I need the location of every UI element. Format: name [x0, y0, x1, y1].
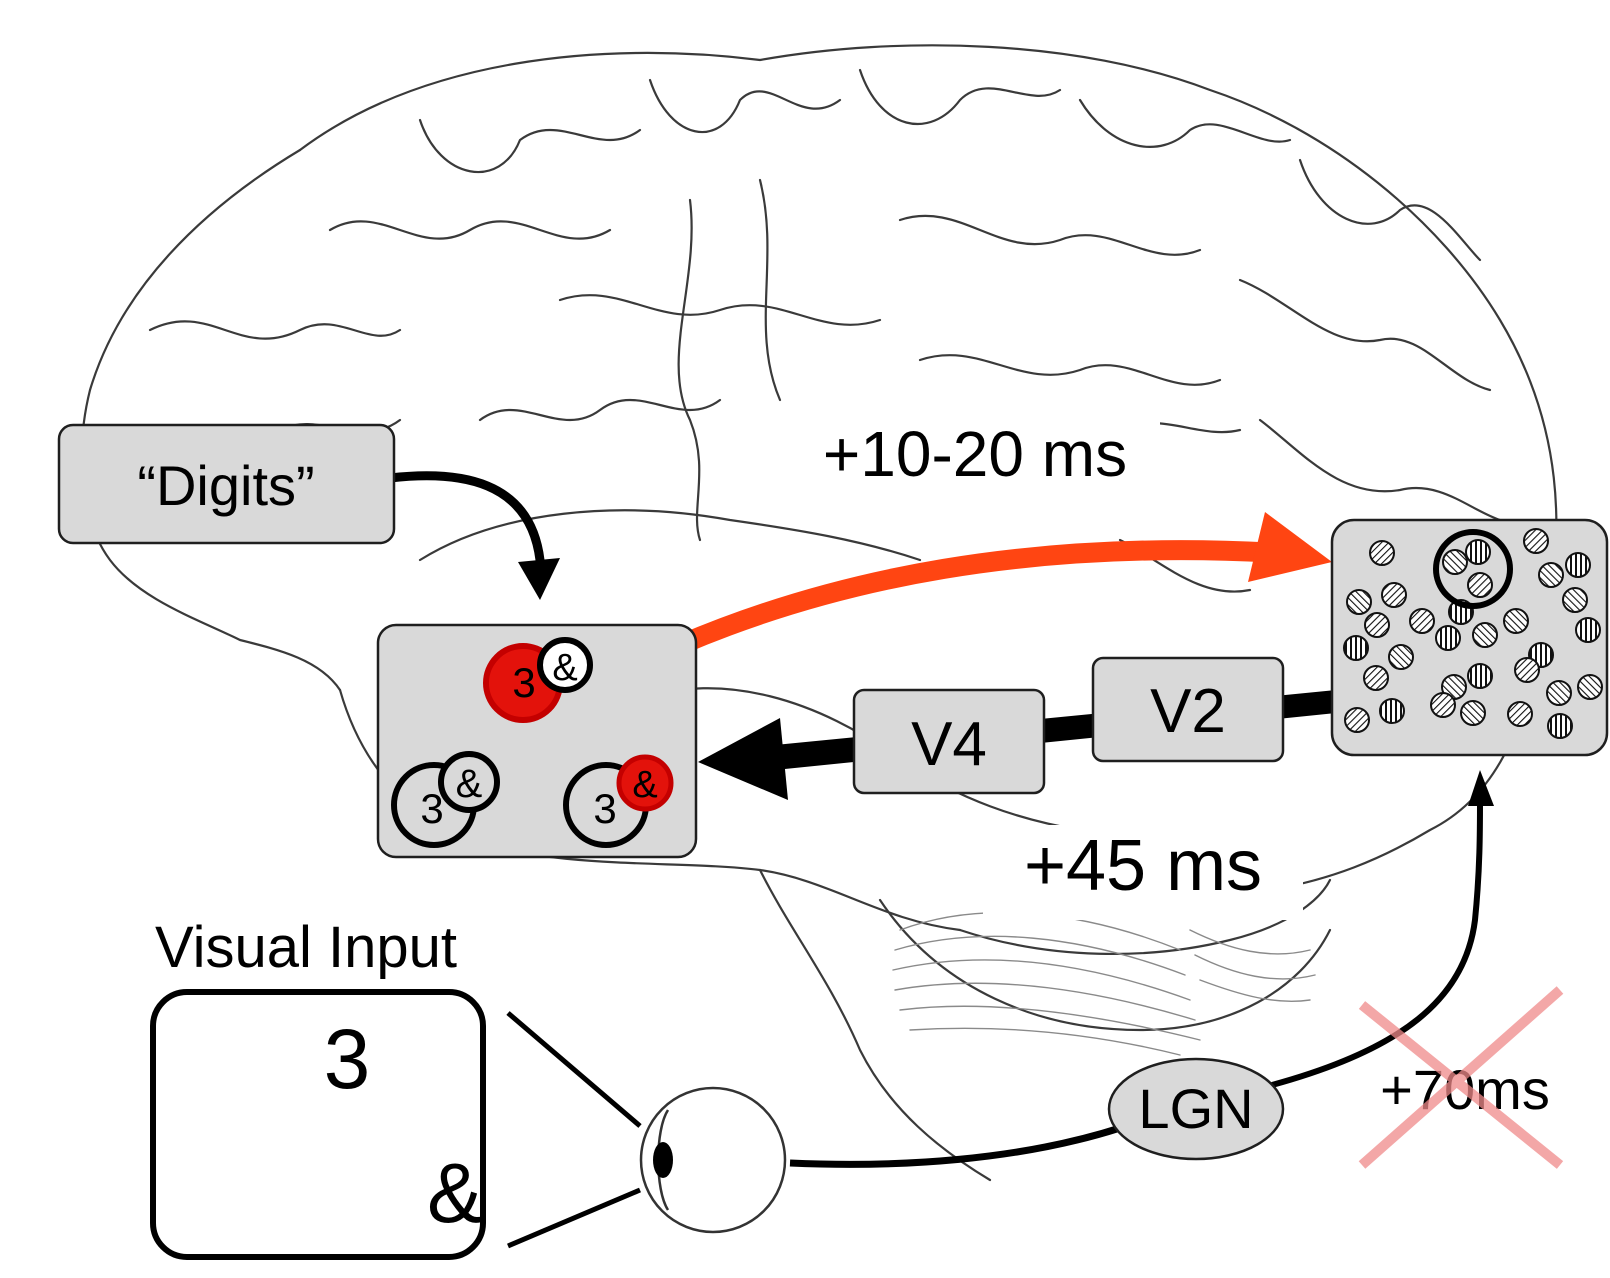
- grating-icon: [1472, 622, 1498, 648]
- timing-lgn: +70ms: [1358, 986, 1564, 1169]
- v1-box: [1330, 518, 1609, 757]
- grating-icon: [1388, 644, 1414, 670]
- stimulus-digit: 3: [324, 1012, 371, 1106]
- lgn-node: LGN: [1107, 1057, 1285, 1161]
- timing-feedforward-label: +45 ms: [1024, 826, 1262, 906]
- grating-icon: [1503, 608, 1529, 634]
- grating-icon: [1507, 701, 1533, 727]
- grating-icon: [1467, 572, 1493, 598]
- visual-input-title: Visual Input: [155, 915, 457, 980]
- v2-label: V2: [1150, 677, 1226, 746]
- grating-icon: [1514, 657, 1540, 683]
- digits-label: “Digits”: [137, 454, 314, 517]
- grating-icon: [1363, 665, 1389, 691]
- grating-icon: [1575, 617, 1601, 643]
- timing-feedforward: +45 ms: [983, 825, 1303, 920]
- grating-icon: [1562, 587, 1588, 613]
- stimulus-symbol: &: [427, 1146, 483, 1240]
- grating-icon: [1379, 698, 1405, 724]
- brain-sketch: [80, 44, 1558, 1182]
- retina-lgn-v1-pathway: [789, 770, 1494, 1168]
- view-line-bottom: [507, 1187, 641, 1249]
- it-symbol-2: &: [456, 762, 483, 806]
- grating-icon: [1364, 612, 1390, 638]
- grating-icon: [1344, 707, 1370, 733]
- grating-icon: [1369, 540, 1395, 566]
- it-digit-2: 3: [420, 785, 443, 832]
- grating-icon: [1430, 692, 1456, 718]
- grating-icon: [1465, 539, 1491, 565]
- visual-input-screen: [150, 989, 486, 1260]
- grating-icon: [1546, 680, 1572, 706]
- visual-input: Visual Input 3 &: [150, 915, 486, 1260]
- it-digit-3: 3: [593, 785, 616, 832]
- timing-feedback: +10-20 ms: [790, 415, 1160, 505]
- grating-icon: [1547, 713, 1573, 739]
- grating-icon: [1381, 582, 1407, 608]
- v1-attended-location: [1433, 529, 1513, 609]
- grating-icon: [1343, 635, 1369, 661]
- grating-icon: [1346, 589, 1372, 615]
- cerebellum-sketch: [892, 911, 1316, 1056]
- eye-icon: [639, 1086, 787, 1234]
- digits-box: “Digits”: [57, 423, 396, 545]
- grating-icon: [1409, 608, 1435, 634]
- feedback-arrow: [625, 512, 1332, 677]
- grating-icon: [1460, 700, 1486, 726]
- grating-icon: [1435, 625, 1461, 651]
- digits-to-it-arrow: [385, 471, 560, 600]
- cross-out-icon: [1358, 986, 1564, 1169]
- it-unit-symbol-active: 3 &: [563, 754, 674, 848]
- it-unit-neutral: 3 &: [391, 751, 500, 848]
- it-unit-active: 3 &: [483, 637, 593, 723]
- grating-icon: [1577, 674, 1603, 700]
- it-box: 3 & 3 & 3 &: [376, 623, 698, 859]
- v2-box: V2: [1091, 656, 1285, 763]
- v1-gratings: [1343, 528, 1603, 739]
- v4-box: V4: [852, 688, 1046, 795]
- grating-icon: [1523, 528, 1549, 554]
- view-line-top: [506, 1011, 642, 1128]
- grating-icon: [1442, 549, 1468, 575]
- v4-label: V4: [911, 710, 987, 779]
- grating-icon: [1565, 552, 1591, 578]
- timing-feedback-label: +10-20 ms: [823, 418, 1127, 490]
- grating-icon: [1538, 562, 1564, 588]
- lgn-label: LGN: [1138, 1077, 1253, 1140]
- it-digit-1: 3: [512, 659, 535, 706]
- it-symbol-3: &: [632, 764, 657, 806]
- it-symbol-1: &: [552, 647, 577, 689]
- grating-icon: [1467, 663, 1493, 689]
